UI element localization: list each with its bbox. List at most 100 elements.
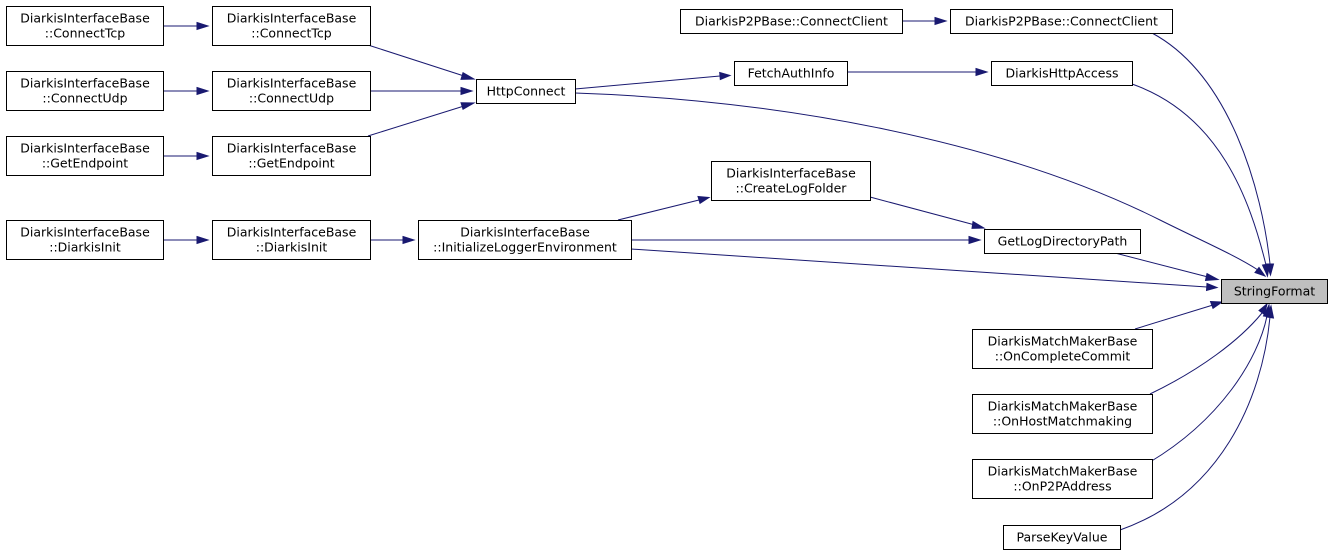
node-box[interactable] bbox=[972, 394, 1153, 434]
node-p2p-connectclient-a[interactable]: DiarkisP2PBase::ConnectClient bbox=[680, 9, 903, 34]
node-label-line: ::OnHostMatchmaking bbox=[993, 414, 1132, 429]
edge-ci_diarkisinit-to-ib_diarkisinit bbox=[163, 235, 210, 245]
node-label-line: DiarkisMatchMakerBase bbox=[988, 334, 1138, 349]
edge-arrowhead bbox=[1261, 263, 1271, 278]
node-label-line: ::GetEndpoint bbox=[42, 156, 128, 171]
edge-arrowhead bbox=[1254, 266, 1267, 277]
node-getlogdirpath[interactable]: GetLogDirectoryPath bbox=[984, 229, 1141, 254]
edge-line bbox=[1134, 304, 1214, 330]
edge-line bbox=[367, 105, 465, 137]
node-label-line: HttpConnect bbox=[487, 84, 566, 99]
edge-arrowhead bbox=[1258, 302, 1268, 316]
node-label-line: ::InitializeLoggerEnvironment bbox=[433, 240, 617, 255]
node-box[interactable] bbox=[1221, 279, 1328, 304]
edge-p2p_connectclient_a-to-p2p_connectclient_b bbox=[902, 16, 948, 26]
node-label-line: GetLogDirectoryPath bbox=[998, 234, 1128, 249]
node-label-line: ParseKeyValue bbox=[1017, 530, 1108, 545]
node-box[interactable] bbox=[6, 136, 164, 176]
node-label-line: DiarkisInterfaceBase bbox=[726, 166, 856, 181]
node-label-line: DiarkisInterfaceBase bbox=[20, 225, 150, 240]
node-label-line: DiarkisMatchMakerBase bbox=[988, 464, 1138, 479]
edge-arrowhead bbox=[1204, 272, 1220, 281]
node-createlogfolder[interactable]: DiarkisInterfaceBase::CreateLogFolder bbox=[711, 161, 871, 201]
edge-line bbox=[1149, 312, 1263, 395]
node-initlogger[interactable]: DiarkisInterfaceBase::InitializeLoggerEn… bbox=[418, 220, 632, 260]
edge-line bbox=[367, 44, 465, 77]
edge-arrowhead bbox=[968, 235, 982, 245]
node-box[interactable] bbox=[212, 220, 371, 260]
edge-getlogdirpath-to-stringformat bbox=[1114, 252, 1220, 281]
node-box[interactable] bbox=[212, 71, 371, 111]
node-label-line: DiarkisMatchMakerBase bbox=[988, 399, 1138, 414]
edge-onp2paddress-to-stringformat bbox=[1149, 303, 1272, 463]
edge-arrowhead bbox=[402, 235, 416, 245]
node-label-line: DiarkisInterfaceBase bbox=[227, 11, 357, 26]
edge-arrowhead bbox=[196, 235, 210, 245]
node-httpaccess[interactable]: DiarkisHttpAccess bbox=[991, 61, 1133, 86]
edge-arrowhead bbox=[934, 16, 948, 26]
edge-line bbox=[869, 196, 976, 226]
node-box[interactable] bbox=[476, 79, 576, 104]
node-box[interactable] bbox=[418, 220, 632, 260]
node-box[interactable] bbox=[1003, 525, 1121, 550]
node-label-line: ::ConnectUdp bbox=[42, 91, 127, 106]
edge-line bbox=[630, 248, 1208, 288]
node-onp2paddress[interactable]: DiarkisMatchMakerBase::OnP2PAddress bbox=[972, 459, 1153, 499]
node-ib-diarkisinit[interactable]: DiarkisInterfaceBase::DiarkisInit bbox=[212, 220, 371, 260]
node-box[interactable] bbox=[984, 229, 1141, 254]
node-oncompletecommit[interactable]: DiarkisMatchMakerBase::OnCompleteCommit bbox=[972, 329, 1153, 369]
edge-arrowhead bbox=[1265, 304, 1275, 319]
node-ib-connectudp[interactable]: DiarkisInterfaceBase::ConnectUdp bbox=[212, 71, 371, 111]
edge-httpconnect-to-fetchauthinfo bbox=[574, 71, 732, 90]
edge-onhostmatchmaking-to-stringformat bbox=[1149, 302, 1268, 395]
node-label-line: ::CreateLogFolder bbox=[736, 181, 848, 196]
node-box[interactable] bbox=[6, 6, 164, 46]
node-box[interactable] bbox=[212, 136, 371, 176]
edge-ib_connecttcp-to-httpconnect bbox=[367, 44, 476, 80]
node-p2p-connectclient-b[interactable]: DiarkisP2PBase::ConnectClient bbox=[950, 9, 1173, 34]
node-fetchauthinfo[interactable]: FetchAuthInfo bbox=[734, 61, 848, 86]
edge-arrowhead bbox=[971, 220, 986, 229]
node-onhostmatchmaking[interactable]: DiarkisMatchMakerBase::OnHostMatchmaking bbox=[972, 394, 1153, 434]
node-ci-connectudp[interactable]: DiarkisInterfaceBase::ConnectUdp bbox=[6, 71, 164, 111]
edge-parsekeyvalue-to-stringformat bbox=[1119, 304, 1275, 531]
node-label-line: FetchAuthInfo bbox=[748, 66, 835, 81]
node-box[interactable] bbox=[991, 61, 1133, 86]
node-stringformat[interactable]: StringFormat bbox=[1221, 279, 1328, 304]
node-httpconnect[interactable]: HttpConnect bbox=[476, 79, 576, 104]
edge-p2p_connectclient_b-to-stringformat bbox=[1151, 32, 1275, 277]
edge-line bbox=[1149, 315, 1268, 463]
node-ci-getendpoint[interactable]: DiarkisInterfaceBase::GetEndpoint bbox=[6, 136, 164, 176]
node-label-line: ::DiarkisInit bbox=[49, 240, 121, 255]
node-box[interactable] bbox=[6, 220, 164, 260]
edge-arrowhead bbox=[697, 195, 711, 205]
edge-arrowhead bbox=[196, 151, 210, 161]
node-label-line: DiarkisP2PBase::ConnectClient bbox=[965, 14, 1158, 29]
edge-line bbox=[1151, 32, 1271, 265]
edge-line bbox=[574, 75, 721, 90]
node-ci-diarkisinit[interactable]: DiarkisInterfaceBase::DiarkisInit bbox=[6, 220, 164, 260]
node-parsekeyvalue[interactable]: ParseKeyValue bbox=[1003, 525, 1121, 550]
node-label-line: ::ConnectUdp bbox=[249, 91, 334, 106]
node-label-line: DiarkisHttpAccess bbox=[1005, 66, 1118, 81]
node-box[interactable] bbox=[6, 71, 164, 111]
node-ib-connecttcp[interactable]: DiarkisInterfaceBase::ConnectTcp bbox=[212, 6, 371, 46]
node-box[interactable] bbox=[950, 9, 1173, 34]
node-box[interactable] bbox=[680, 9, 903, 34]
edge-initlogger-to-createlogfolder bbox=[617, 195, 711, 221]
edge-initlogger-to-stringformat bbox=[630, 248, 1219, 292]
node-box[interactable] bbox=[711, 161, 871, 201]
node-label-line: ::ConnectTcp bbox=[45, 26, 125, 41]
node-box[interactable] bbox=[972, 329, 1153, 369]
edge-arrowhead bbox=[1209, 300, 1224, 310]
edge-arrowhead bbox=[1205, 282, 1219, 292]
node-label-line: DiarkisInterfaceBase bbox=[20, 141, 150, 156]
node-box[interactable] bbox=[972, 459, 1153, 499]
node-ci-connecttcp[interactable]: DiarkisInterfaceBase::ConnectTcp bbox=[6, 6, 164, 46]
node-ib-getendpoint[interactable]: DiarkisInterfaceBase::GetEndpoint bbox=[212, 136, 371, 176]
node-box[interactable] bbox=[734, 61, 848, 86]
node-label-line: ::ConnectTcp bbox=[251, 26, 331, 41]
edge-ci_connectudp-to-ib_connectudp bbox=[163, 86, 210, 96]
node-box[interactable] bbox=[212, 6, 371, 46]
